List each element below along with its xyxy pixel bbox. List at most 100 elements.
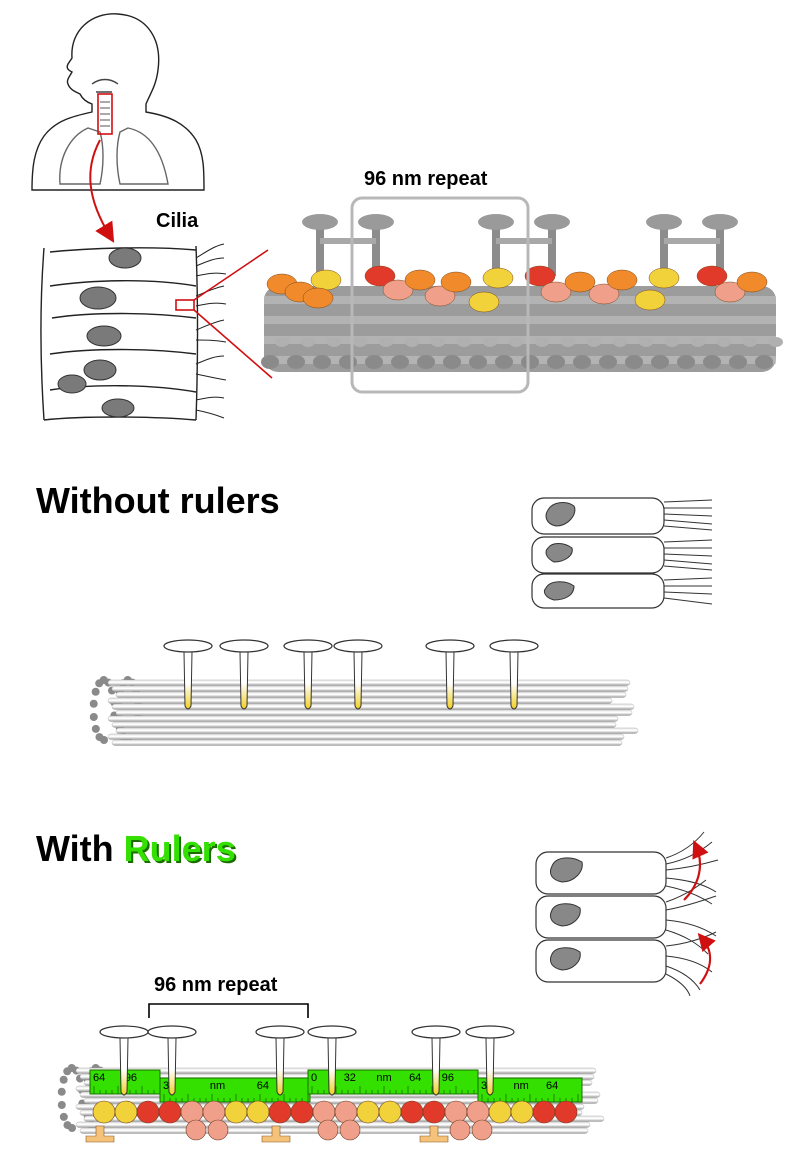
em-spoke-head <box>302 214 338 230</box>
spoke-top-head <box>219 639 269 653</box>
tube-bottom-end-ring <box>63 1121 72 1130</box>
em-dynein-density <box>382 279 414 301</box>
em-dynein-density <box>588 283 620 305</box>
protein-bead <box>378 1100 402 1124</box>
em-surface-density <box>665 337 679 347</box>
em-dynein-density <box>648 267 680 289</box>
em-spoke-stalk <box>316 226 324 276</box>
em-surface-density <box>639 337 653 347</box>
spoke-bottom-stem <box>327 1037 337 1096</box>
em-surface-density <box>535 337 549 347</box>
tube-top-protofilament <box>107 715 619 722</box>
protein-bead <box>466 1100 490 1124</box>
em-spoke-stalk <box>492 226 500 276</box>
beat-arrow-upper <box>683 839 709 901</box>
em-spoke-stalk <box>716 226 724 276</box>
em-dynein-density <box>736 271 768 293</box>
ruler-tick-label: 32 <box>344 1072 356 1084</box>
ruler-tick-label: 96 <box>125 1072 137 1084</box>
cilia-lines <box>195 243 227 419</box>
spoke-bottom-head <box>411 1025 461 1039</box>
em-spoke-bridge <box>496 238 552 244</box>
nuclei-with-rulers <box>549 857 583 971</box>
protein-bead-lower <box>339 1119 361 1141</box>
em-lower-density <box>521 355 539 369</box>
em-spoke-stalk <box>372 226 380 276</box>
protein-bead <box>202 1100 226 1124</box>
em-spoke-head <box>702 214 738 230</box>
repeat-box-top <box>350 196 530 394</box>
em-surface-density <box>431 337 445 347</box>
microtubule-without-rulers <box>89 676 639 746</box>
ruler-tick-label: 64 <box>546 1080 558 1092</box>
protein-bead <box>136 1100 160 1124</box>
tube-top-protofilament <box>115 709 633 716</box>
em-dynein-density <box>404 269 436 291</box>
repeat-label-bottom: 96 nm repeat <box>154 974 278 996</box>
human-torso-illustration <box>31 13 205 191</box>
ruler-tick-label: 96 <box>442 1072 454 1084</box>
airway <box>91 78 119 93</box>
em-lower-density <box>625 355 643 369</box>
em-lower-density <box>599 355 617 369</box>
em-lower-density <box>703 355 721 369</box>
em-lower-density <box>755 355 773 369</box>
em-dynein-density <box>540 281 572 303</box>
protein-bead-lower <box>207 1119 229 1141</box>
protein-bead <box>444 1100 468 1124</box>
ruler-tick-label: 64 <box>409 1072 421 1084</box>
em-lower-density <box>261 355 279 369</box>
protein-bead <box>400 1100 424 1124</box>
spoke-top-head <box>333 639 383 653</box>
em-spoke-bridge <box>664 238 720 244</box>
section-title-with: With Rulers <box>36 828 236 870</box>
tube-top-end-ring <box>95 733 104 742</box>
em-lower-density <box>443 355 461 369</box>
em-surface-density <box>717 337 731 347</box>
tube-top-protofilament <box>115 691 627 698</box>
em-surface-density <box>353 337 367 347</box>
em-surface-density <box>457 337 471 347</box>
section-title-without: Without rulers <box>36 480 280 521</box>
spoke-bottom-head <box>99 1025 149 1039</box>
em-surface-density <box>275 337 289 347</box>
em-protofilament <box>264 296 776 304</box>
protein-bead <box>158 1100 182 1124</box>
section-title-with-prefix: With <box>36 828 114 869</box>
em-dynein-density <box>606 269 638 291</box>
em-spoke-head <box>534 214 570 230</box>
em-spoke-stalk <box>548 226 556 276</box>
ruler-tick-label: nm <box>210 1080 225 1092</box>
em-protofilament <box>264 316 776 324</box>
lung-right <box>116 127 169 185</box>
protein-bead-lower <box>185 1119 207 1141</box>
em-dynein-density <box>302 287 334 309</box>
section-title-rulers: Rulers <box>123 828 236 869</box>
em-lower-density <box>287 355 305 369</box>
protein-bead <box>224 1100 248 1124</box>
spoke-top-stem <box>509 651 519 710</box>
em-dynein-density <box>564 271 596 293</box>
em-dynein-density <box>524 265 556 287</box>
em-dynein-density <box>364 265 396 287</box>
protein-beads <box>85 1100 578 1143</box>
em-lower-density <box>729 355 747 369</box>
spoke-top-stem <box>445 651 455 710</box>
tube-top-protofilament <box>107 679 631 686</box>
em-dynein-density <box>696 265 728 287</box>
tube-bottom-end-ring <box>57 1087 66 1096</box>
em-lower-density <box>339 355 357 369</box>
ruler-tick-label: 0 <box>311 1072 317 1084</box>
protein-bead <box>422 1100 446 1124</box>
em-dynein-density <box>424 285 456 307</box>
tube-top-protofilament <box>111 739 623 746</box>
ruler-tick-label: 64 <box>93 1072 105 1084</box>
protein-bead <box>246 1100 270 1124</box>
lung-left <box>59 127 104 185</box>
cilia-label: Cilia <box>156 210 199 232</box>
spoke-bottom-head <box>307 1025 357 1039</box>
em-surface-density <box>769 337 783 347</box>
protein-bead <box>312 1100 336 1124</box>
em-surface-density <box>327 337 341 347</box>
zoom-lines <box>193 249 273 379</box>
